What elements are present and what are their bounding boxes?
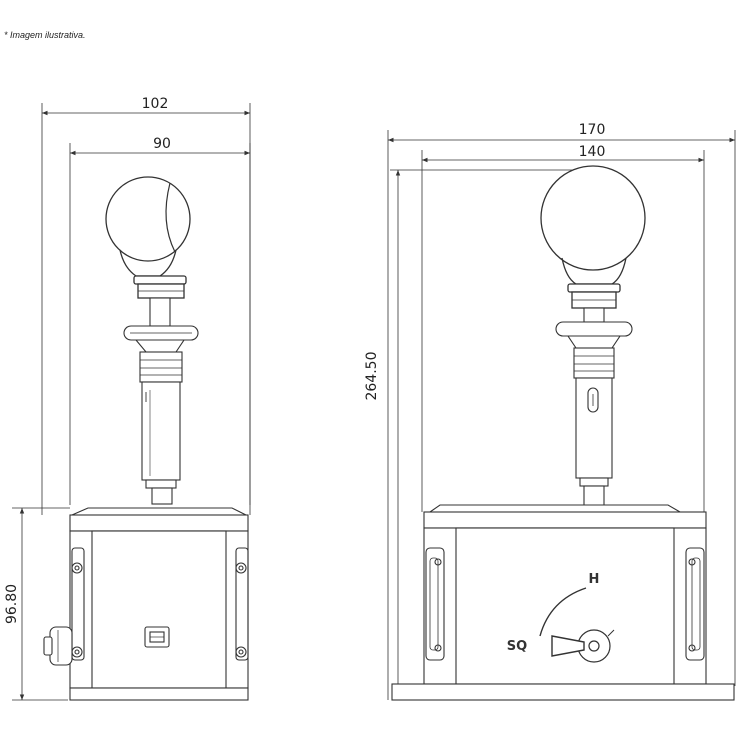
side-dim-140 <box>421 150 705 512</box>
selector-switch <box>539 587 615 663</box>
front-dim-96-80 <box>12 507 70 701</box>
side-ball-knob <box>540 165 646 309</box>
front-dim-90 <box>69 143 251 505</box>
side-connector <box>43 626 73 666</box>
side-dim-170 <box>387 130 736 700</box>
side-view <box>387 130 736 701</box>
side-dim-overall-width-label: 170 <box>579 122 606 138</box>
side-dim-264-50 <box>390 169 592 700</box>
front-ball-knob <box>105 176 191 299</box>
side-body <box>391 504 735 701</box>
front-dim-overall-width-label: 102 <box>142 96 169 112</box>
selector-label-h: H <box>589 572 600 587</box>
selector-label-sq: SQ <box>507 639 527 654</box>
side-shaft <box>555 307 633 507</box>
front-dim-body-height-label: 96.80 <box>4 584 20 624</box>
usb-port-icon <box>144 626 170 648</box>
side-dim-body-width-label: 140 <box>579 144 606 160</box>
front-shaft <box>123 297 199 505</box>
front-dim-body-width-label: 90 <box>153 136 171 152</box>
illustrative-note: * Imagem ilustrativa. <box>4 30 86 40</box>
front-view <box>12 103 251 701</box>
side-dim-overall-height-label: 264.50 <box>364 352 380 401</box>
front-body <box>69 507 249 701</box>
